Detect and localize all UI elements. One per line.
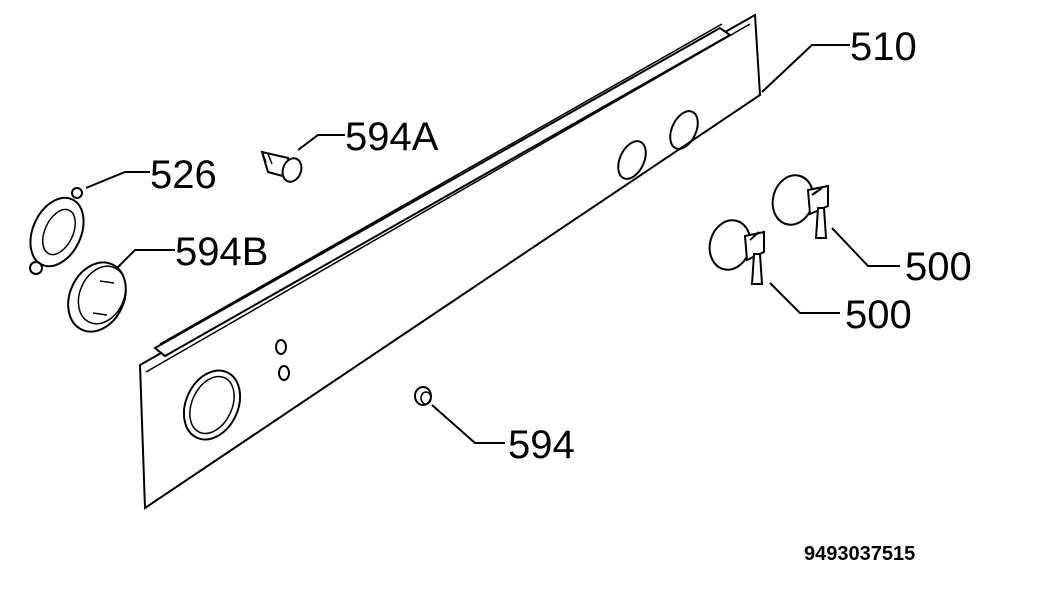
indicator-light [414, 386, 432, 406]
knob-upper [771, 174, 829, 239]
callout-594a: 594A [345, 115, 439, 159]
bulb [260, 150, 303, 183]
knob-lower [708, 219, 765, 285]
bezel-ring [29, 187, 85, 275]
callout-526: 526 [150, 153, 217, 197]
control-panel [138, 13, 762, 510]
callout-510: 510 [850, 25, 917, 69]
callout-500-upper: 500 [905, 245, 972, 289]
callout-594b: 594B [175, 230, 268, 274]
callout-594: 594 [508, 423, 575, 467]
document-number: 9493037515 [804, 543, 915, 565]
leader-lines [85, 44, 900, 444]
lens-cap [67, 261, 127, 333]
callout-500-lower: 500 [845, 293, 912, 337]
